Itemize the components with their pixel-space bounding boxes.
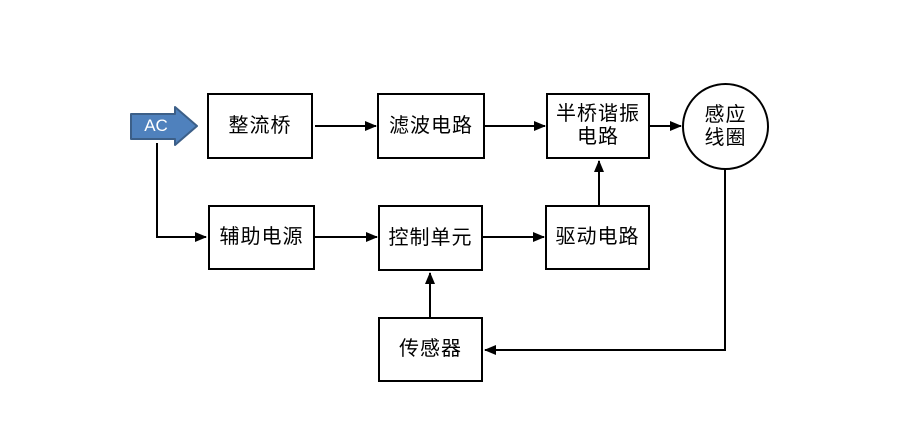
- connector-ac-auxpower: [156, 143, 207, 242]
- auxiliary-power-box: 辅助电源: [208, 205, 315, 270]
- half-bridge-label-line2: 电路: [577, 126, 619, 148]
- induction-coil-label-line2: 线圈: [704, 126, 747, 149]
- drive-circuit-box: 驱动电路: [545, 205, 650, 270]
- ac-input-arrow-shape: [130, 106, 198, 146]
- control-unit-box: 控制单元: [378, 205, 483, 271]
- rectifier-bridge-box: 整流桥: [207, 93, 313, 159]
- sensor-label: 传感器: [399, 338, 462, 360]
- drive-circuit-label: 驱动电路: [555, 226, 640, 248]
- half-bridge-label-line1: 半桥谐振: [556, 103, 640, 125]
- induction-coil-circle: 感应 线圈: [682, 83, 769, 170]
- ac-input-label: AC: [144, 116, 168, 135]
- rectifier-bridge-label: 整流桥: [228, 114, 292, 137]
- auxiliary-power-label: 辅助电源: [219, 226, 304, 248]
- filter-circuit-box: 滤波电路: [377, 93, 485, 159]
- control-unit-label: 控制单元: [388, 226, 473, 249]
- half-bridge-resonant-circuit-box: 半桥谐振 电路: [546, 93, 650, 159]
- sensor-box: 传感器: [378, 317, 483, 382]
- induction-coil-label-line1: 感应: [704, 103, 747, 126]
- filter-circuit-label: 滤波电路: [389, 114, 473, 137]
- connector-coil-sensor-feedback: [484, 169, 726, 355]
